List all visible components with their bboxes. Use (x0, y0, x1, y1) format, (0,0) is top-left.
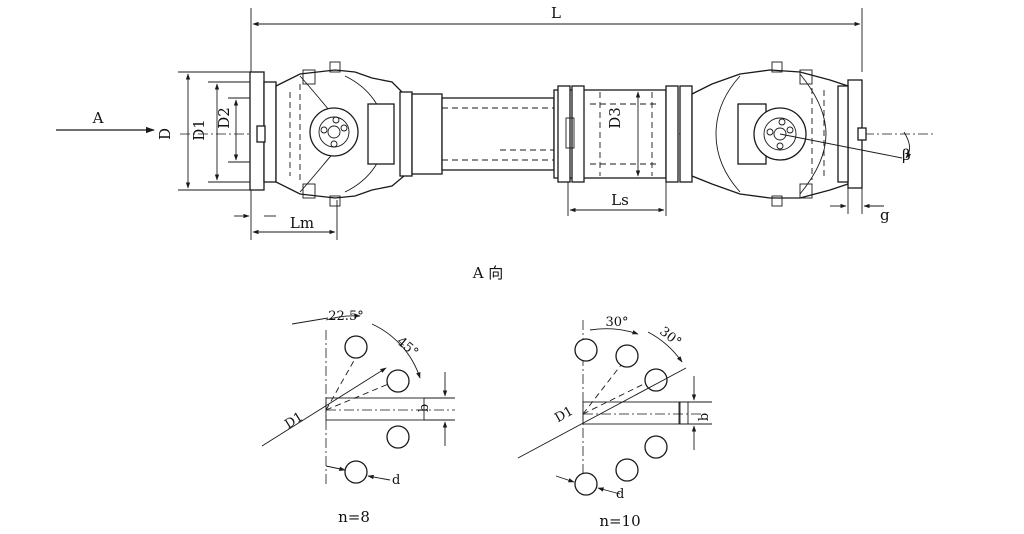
spline-sleeve: D3 (553, 85, 693, 183)
n8-angle-22_5: 22.5° (328, 309, 363, 324)
n10-angle-30a: 30° (605, 315, 628, 330)
cardan-shaft-view: L A D D1 D2 (56, 4, 935, 240)
label-D1: D1 (190, 119, 208, 141)
n8-label-d: d (392, 473, 400, 488)
right-flange-yoke (691, 61, 903, 207)
n8-label-D1: D1 (282, 410, 306, 433)
flange-pattern-n8: 22.5° 45° D1 b d n=8 (261, 309, 455, 526)
dimension-overall-length: L (250, 4, 863, 72)
left-flange-yoke (249, 61, 413, 207)
label-Ls: Ls (611, 191, 629, 209)
label-D3: D3 (606, 107, 624, 129)
label-D: D (156, 128, 174, 140)
view-caption: A 向 (472, 264, 504, 282)
label-A: A (92, 109, 104, 127)
flange-pattern-n10: 30° 30° D1 b d n=10 (517, 315, 712, 530)
n10-label-b: b (697, 413, 712, 421)
n8-label-b: b (417, 404, 432, 412)
label-Lm: Lm (290, 214, 314, 232)
label-g: g (880, 206, 890, 224)
n10-label-D1: D1 (552, 404, 576, 426)
n8-caption: n=8 (338, 508, 370, 526)
dimension-g: g (830, 188, 890, 224)
n10-label-d: d (616, 487, 624, 502)
label-L: L (551, 4, 561, 22)
n10-caption: n=10 (599, 512, 640, 530)
view-direction-arrow: A (56, 109, 155, 134)
angle-beta: β (902, 131, 912, 164)
dimension-Lm: Lm (234, 190, 338, 240)
label-beta: β (902, 146, 911, 164)
dimension-Ls: Ls (567, 182, 667, 216)
flange-dimensions-left: D D1 D2 (156, 71, 256, 191)
n8-angle-45: 45° (394, 334, 421, 360)
label-D2: D2 (215, 107, 233, 129)
n10-angle-30b: 30° (656, 324, 683, 350)
